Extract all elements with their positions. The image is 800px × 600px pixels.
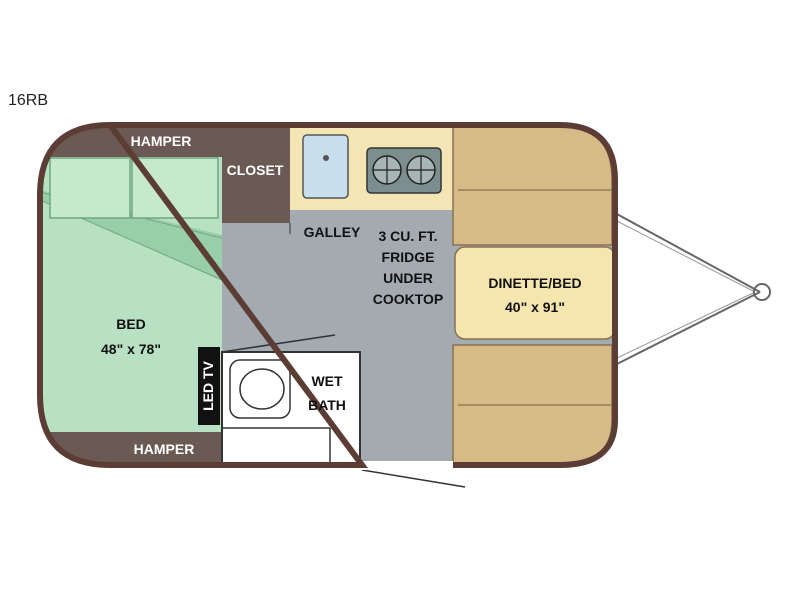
galley-label: GALLEY (304, 224, 361, 240)
fridge-label-4: COOKTOP (373, 291, 444, 307)
wet-bath-label-2: BATH (308, 397, 346, 413)
trailer-hitch (614, 212, 771, 366)
entry-door-gap (362, 461, 453, 470)
wet-bath-label-1: WET (311, 373, 343, 389)
outer-wall (37, 121, 618, 468)
bed-label-1: BED (116, 316, 146, 332)
toilet-icon (229, 359, 291, 419)
cooktop-icon (366, 147, 442, 194)
fridge-label-2: FRIDGE (382, 249, 435, 265)
dinette-label-2: 40" x 91" (505, 299, 565, 315)
led-tv (198, 347, 220, 425)
bed-pillow-left (49, 157, 131, 219)
entry-door-swing (361, 469, 466, 488)
fridge-label-3: UNDER (383, 270, 433, 286)
bed-label-2: 48" x 78" (101, 341, 161, 357)
hamper-bottom-label: HAMPER (134, 441, 195, 457)
hamper-top-label: HAMPER (131, 133, 192, 149)
dinette-label-1: DINETTE/BED (488, 275, 581, 291)
dinette-seat-top (452, 125, 613, 246)
closet-label: CLOSET (227, 162, 284, 178)
led-tv-label: LED TV (200, 360, 216, 410)
closet (222, 125, 290, 223)
galley-sink (302, 134, 349, 199)
dinette-table (454, 246, 615, 340)
fridge-label-1: 3 CU. FT. (378, 228, 437, 244)
bath-door-swing (221, 334, 336, 353)
model-name: 16RB (8, 92, 49, 109)
